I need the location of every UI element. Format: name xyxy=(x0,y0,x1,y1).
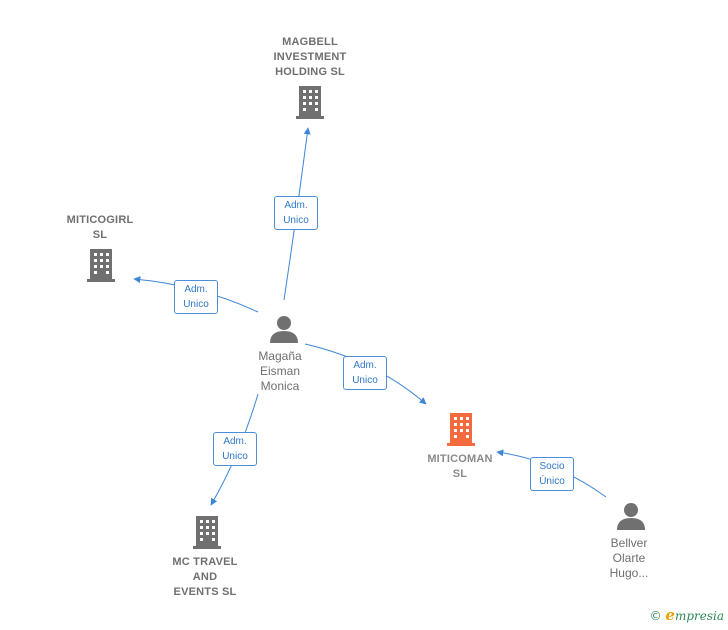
edge-label-magana-magbell: Adm. Unico xyxy=(274,196,318,230)
company-label-miticoman[interactable]: MITICOMAN SL xyxy=(427,453,493,480)
person-icon-bellver[interactable] xyxy=(617,503,645,530)
copyright-symbol: © xyxy=(649,609,662,623)
building-icon-magbell[interactable] xyxy=(296,86,324,119)
building-icon-miticogirl[interactable] xyxy=(87,249,115,282)
empresia-watermark: © empresia xyxy=(650,606,724,624)
brand-name: mpresia xyxy=(674,609,724,623)
person-label-bellver[interactable]: Bellver Olarte Hugo... xyxy=(609,536,649,580)
edge-label-magana-miticogirl: Adm. Unico xyxy=(174,280,218,314)
company-label-miticogirl[interactable]: MITICOGIRL SL xyxy=(66,214,134,241)
brand-initial: e xyxy=(665,606,675,624)
edge-label-magana-miticoman: Adm. Unico xyxy=(343,356,387,390)
company-label-mctravel[interactable]: MC TRAVEL AND EVENTS SL xyxy=(172,556,238,598)
edge-label-magana-mctravel: Adm. Unico xyxy=(213,432,257,466)
person-label-magana[interactable]: Magaña Eisman Monica xyxy=(258,349,302,393)
person-icon-magana[interactable] xyxy=(270,316,298,343)
company-label-magbell[interactable]: MAGBELL INVESTMENT HOLDING SL xyxy=(273,36,347,78)
edge-label-bellver-miticoman: Socio Único xyxy=(530,457,574,491)
building-icon-mctravel[interactable] xyxy=(193,516,221,549)
building-icon-miticoman[interactable] xyxy=(447,413,475,446)
